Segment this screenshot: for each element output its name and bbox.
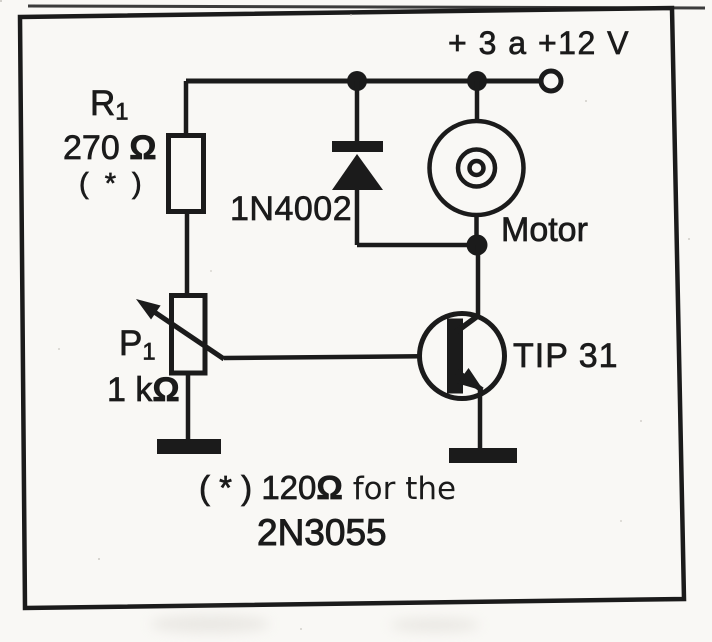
base-wire [223, 353, 449, 361]
r1-subscript: 1 [115, 98, 129, 126]
ohm-symbol: Ω [152, 371, 180, 409]
footnote-line1: ( * ) 120Ω for the [199, 471, 456, 505]
scan-smudge [390, 618, 480, 632]
r1-value-number: 270 [63, 129, 130, 167]
scan-speckles [0, 0, 2, 2]
supply-terminal [538, 68, 564, 94]
resistor-r1-symbol [166, 133, 206, 214]
ohm-symbol: Ω [129, 129, 157, 167]
pot-wiper-arrow [136, 299, 226, 362]
r1-note: ( * ) [79, 168, 146, 200]
p1-name: P [119, 324, 143, 363]
diode-label: 1N4002 [230, 190, 353, 228]
r1-value: 270 Ω [63, 129, 157, 167]
transistor-tip31-symbol [417, 311, 507, 401]
diode-1n4002-symbol [332, 81, 383, 245]
p1-value: 1 kΩ [107, 371, 180, 409]
footnote-prefix: ( * ) 120 [199, 469, 317, 506]
r1-label: R1 [90, 86, 129, 124]
potentiometer-p1-symbol [169, 293, 208, 376]
transistor-label: TIP 31 [513, 337, 619, 375]
circuit-frame [17, 5, 687, 611]
footnote-suffix: for the [342, 471, 457, 507]
scan-smudge [150, 615, 270, 633]
ground-symbol-left [157, 439, 221, 454]
r1-name: R [90, 84, 116, 123]
motor-label: Motor [501, 211, 589, 249]
ohm-symbol: Ω [316, 469, 343, 506]
p1-value-number: 1 k [107, 371, 153, 409]
p1-label: P1 [119, 326, 156, 364]
footnote-line2: 2N3055 [257, 512, 388, 553]
p1-subscript: 1 [142, 338, 156, 366]
ground-symbol-right [449, 448, 517, 463]
supply-label: + 3 a +12 V [448, 25, 630, 61]
